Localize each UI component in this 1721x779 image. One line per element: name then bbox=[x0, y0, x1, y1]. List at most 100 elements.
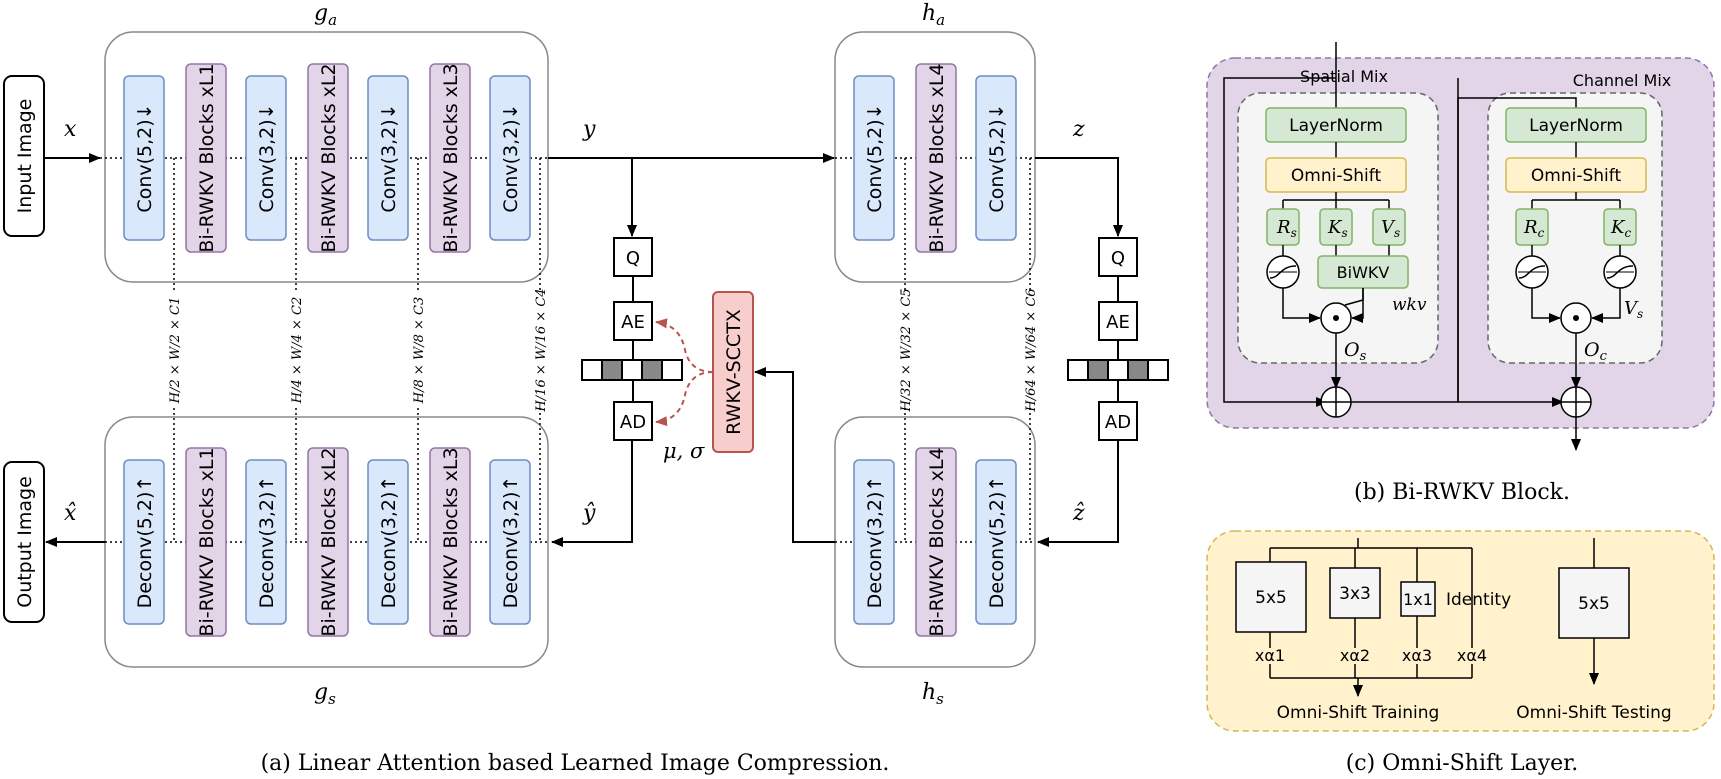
block-label: Bi-RWKV Blocks xL1 bbox=[196, 447, 218, 636]
bi-rwkv-block bbox=[429, 63, 471, 253]
conv-block bbox=[367, 75, 409, 241]
ga-label: ga bbox=[314, 1, 337, 29]
block-label: Deconv(3,2)↑ bbox=[864, 476, 886, 609]
zhat-label: ẑ bbox=[1072, 501, 1085, 526]
alpha-weight-label: xα3 bbox=[1402, 646, 1432, 665]
dim-label-bg bbox=[530, 292, 550, 407]
add-icon-channel bbox=[1560, 386, 1592, 418]
kernel-5x5 bbox=[1235, 561, 1307, 633]
kernel-1x1 bbox=[1400, 581, 1436, 617]
block-label: Conv(3,2)↓ bbox=[500, 103, 522, 212]
ha-label: ha bbox=[922, 1, 945, 29]
panel-a: Input Image Output Image ga gs ha hs Con… bbox=[3, 1, 1169, 776]
dim-label-bg bbox=[408, 292, 428, 407]
input-image-label: Input Image bbox=[14, 99, 36, 214]
channel-layernorm-label: LayerNorm bbox=[1529, 116, 1623, 136]
spatial-mix-label: Spatial Mix bbox=[1300, 67, 1388, 86]
ae-label-right: AE bbox=[1106, 312, 1130, 333]
add-icon-spatial bbox=[1320, 386, 1352, 418]
alpha-weight-label: xα1 bbox=[1255, 646, 1285, 665]
identity-label: Identity bbox=[1446, 590, 1511, 610]
q-label-left: Q bbox=[626, 248, 640, 269]
z-label: z bbox=[1072, 117, 1085, 142]
alpha-weight-label: xα2 bbox=[1340, 646, 1370, 665]
caption-b: (b) Bi-RWKV Block. bbox=[1354, 480, 1570, 505]
dim-label-bg bbox=[895, 292, 915, 407]
caption-c: (c) Omni-Shift Layer. bbox=[1346, 751, 1579, 776]
bi-rwkv-block bbox=[429, 447, 471, 637]
wkv-label: wkv bbox=[1392, 295, 1427, 315]
block-label: Bi-RWKV Blocks xL4 bbox=[926, 447, 948, 636]
caption-a: (a) Linear Attention based Learned Image… bbox=[261, 751, 890, 776]
yhat-label: ŷ bbox=[582, 501, 596, 526]
bi-rwkv-block bbox=[915, 447, 957, 637]
omni-shift-training-label: Omni-Shift Training bbox=[1277, 703, 1440, 723]
conv-block bbox=[367, 459, 409, 625]
block-label: Deconv(5,2)↑ bbox=[986, 476, 1008, 609]
y-label: y bbox=[582, 117, 596, 142]
input-image-box bbox=[3, 75, 45, 237]
block-label: Bi-RWKV Blocks xL3 bbox=[440, 447, 462, 636]
dim-label-bg bbox=[1020, 292, 1040, 407]
vs-out-label: Vs bbox=[1624, 298, 1643, 321]
hs-label: hs bbox=[922, 680, 944, 708]
activation-icon bbox=[1603, 255, 1637, 289]
feature-dim-label: H/64 × W/64 × C6 bbox=[1024, 288, 1039, 412]
test-kernel-5x5 bbox=[1558, 567, 1630, 639]
dim-label-bg bbox=[286, 292, 306, 407]
sigmoid-icon bbox=[1266, 255, 1300, 289]
conv-block bbox=[853, 75, 895, 241]
block-label: Deconv(3,2)↑ bbox=[500, 476, 522, 609]
block-label: Conv(3,2)↓ bbox=[378, 103, 400, 212]
ad-box-left bbox=[613, 401, 653, 441]
bi-rwkv-block bbox=[185, 63, 227, 253]
oc-label: Oc bbox=[1584, 339, 1608, 364]
spatial-omnishift-label: Omni-Shift bbox=[1291, 166, 1382, 186]
block-label: Conv(5,2)↓ bbox=[134, 103, 156, 212]
alpha-weight-label: xα4 bbox=[1457, 646, 1487, 665]
output-image-box bbox=[3, 461, 45, 623]
bi-rwkv-block bbox=[915, 63, 957, 253]
channel-omnishift-label: Omni-Shift bbox=[1531, 166, 1622, 186]
bi-rwkv-block bbox=[307, 63, 349, 253]
rc-label: Rc bbox=[1523, 217, 1545, 240]
ad-label-right: AD bbox=[1105, 412, 1131, 433]
kernel-3x3-label: 3x3 bbox=[1339, 584, 1371, 604]
conv-block bbox=[975, 75, 1017, 241]
vs-label: Vs bbox=[1381, 217, 1400, 240]
gs-label: gs bbox=[314, 680, 336, 708]
block-label: Bi-RWKV Blocks xL1 bbox=[196, 63, 218, 252]
ad-label-left: AD bbox=[620, 412, 646, 433]
kernel-1x1-label: 1x1 bbox=[1403, 590, 1433, 609]
panel-b: Spatial Mix Channel Mix LayerNorm Omni-S… bbox=[1206, 42, 1715, 505]
ae-box-left bbox=[613, 301, 653, 341]
bi-rwkv-block bbox=[307, 447, 349, 637]
dim-label-bg bbox=[164, 292, 184, 407]
conv-block bbox=[853, 459, 895, 625]
block-label: Deconv(5,2)↑ bbox=[134, 476, 156, 609]
bitstream-right bbox=[1067, 359, 1169, 381]
conv-block bbox=[123, 75, 165, 241]
block-label: Conv(3,2)↓ bbox=[256, 103, 278, 212]
elementwise-product-icon bbox=[1320, 302, 1352, 334]
conv-block bbox=[245, 459, 287, 625]
mu-sigma-label: μ, σ bbox=[663, 439, 705, 463]
rwkv-scctx-label: RWKV-SCCTX bbox=[723, 309, 745, 435]
bi-rwkv-block bbox=[185, 447, 227, 637]
kernel-5x5-label: 5x5 bbox=[1255, 588, 1287, 608]
x-label: x bbox=[64, 117, 77, 142]
feature-dim-label: H/2 × W/2 × C1 bbox=[168, 297, 183, 405]
q-box-right bbox=[1098, 237, 1138, 277]
rs-label: Rs bbox=[1276, 217, 1297, 240]
biwkv-label: BiWKV bbox=[1337, 263, 1390, 282]
conv-block bbox=[975, 459, 1017, 625]
bitstream-left bbox=[581, 359, 683, 381]
block-label: Conv(5,2)↓ bbox=[864, 103, 886, 212]
block-label: Deconv(3,2)↑ bbox=[378, 476, 400, 609]
elementwise-product-icon bbox=[1560, 302, 1592, 334]
xhat-label: x̂ bbox=[64, 501, 77, 526]
channel-mix-label: Channel Mix bbox=[1573, 71, 1672, 90]
ad-box-right bbox=[1098, 401, 1138, 441]
output-image-label: Output Image bbox=[14, 476, 36, 608]
